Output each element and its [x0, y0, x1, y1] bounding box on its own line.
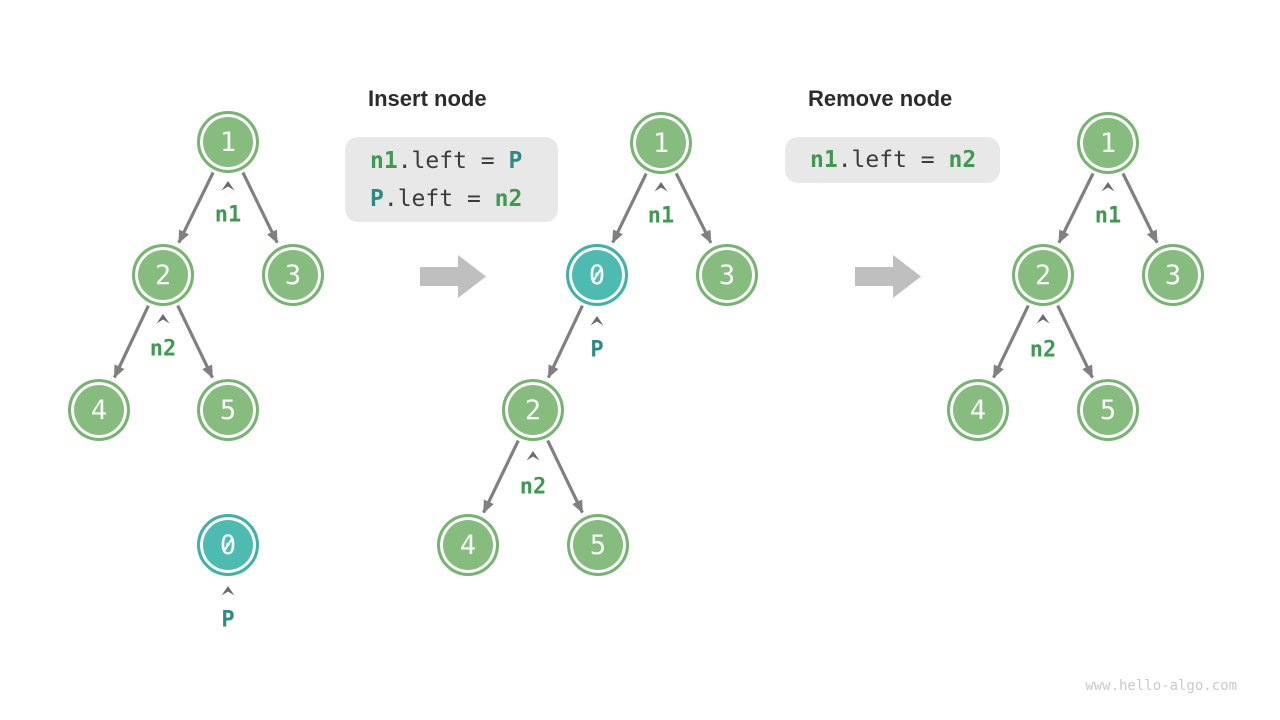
insert-code-box: n1.left = P P.left = n2: [345, 137, 558, 222]
tree-node-left-5: 5: [197, 379, 259, 441]
node-value: 3: [284, 259, 302, 291]
tree-node-right-2: 2: [1012, 244, 1074, 306]
code-token: .left =: [397, 147, 509, 174]
node-value: 0: [588, 259, 606, 291]
tree-node-middle-5: 5: [567, 514, 629, 576]
tree-node-left-4: 4: [68, 379, 130, 441]
pointer-label-n1: n1: [214, 202, 242, 228]
tree-node-middle-3: 3: [696, 244, 758, 306]
node-value: 5: [589, 529, 607, 561]
remove-code-line-1: n1.left = n2: [810, 141, 1000, 179]
transition-arrow-icon: [420, 255, 486, 298]
tree-node-left-0: 0: [197, 514, 259, 576]
insert-code-line-2: P.left = n2: [370, 180, 558, 218]
tree-node-left-1: 1: [197, 111, 259, 173]
node-value: 2: [1034, 259, 1052, 291]
pointer-label-n1: n1: [647, 203, 675, 229]
tree-node-left-2: 2: [132, 244, 194, 306]
code-token: P: [370, 185, 384, 212]
insert-section-title: Insert node: [368, 86, 487, 111]
pointer-label-n2: n2: [1029, 337, 1057, 363]
tree-node-middle-2: 2: [502, 379, 564, 441]
node-value: 1: [652, 127, 670, 159]
node-value: 3: [718, 259, 736, 291]
caret-up-icon: [1101, 182, 1115, 192]
caret-up-icon: [526, 451, 540, 461]
pointer-label-p: P: [221, 607, 235, 633]
node-value: 5: [1099, 394, 1117, 426]
code-token: n1: [370, 147, 398, 174]
node-value: 0: [219, 529, 237, 561]
code-token: .left =: [837, 147, 949, 173]
caret-up-icon: [590, 316, 604, 326]
caret-up-icon: [654, 182, 668, 192]
tree-node-middle-0: 0: [566, 244, 628, 306]
tree-node-right-3: 3: [1142, 244, 1204, 306]
node-value: 4: [459, 529, 477, 561]
code-token: P: [508, 147, 523, 174]
pointer-label-n2: n2: [519, 474, 547, 500]
caret-up-icon: [221, 586, 235, 596]
remove-code-box: n1.left = n2: [785, 137, 1000, 183]
caret-up-icon: [1036, 314, 1050, 324]
remove-section-title: Remove node: [808, 86, 953, 111]
tree-node-middle-1: 1: [630, 112, 692, 174]
transition-arrow-icon: [855, 255, 921, 298]
node-value: 5: [219, 394, 237, 426]
insert-code-line-1: n1.left = P: [370, 142, 558, 180]
code-token: .left =: [383, 185, 495, 212]
tree-node-middle-4: 4: [437, 514, 499, 576]
tree-node-right-4: 4: [947, 379, 1009, 441]
node-value: 4: [90, 394, 108, 426]
node-value: 2: [154, 259, 172, 291]
pointer-label-n2: n2: [149, 336, 177, 362]
watermark: www.hello-algo.com: [1085, 678, 1237, 694]
code-token: n1: [810, 147, 838, 173]
node-value: 2: [524, 394, 542, 426]
tree-node-right-5: 5: [1077, 379, 1139, 441]
node-value: 1: [219, 126, 237, 158]
pointer-label-p: P: [590, 337, 604, 363]
tree-node-left-3: 3: [262, 244, 324, 306]
caret-up-icon: [156, 314, 170, 324]
pointer-label-n1: n1: [1094, 203, 1122, 229]
tree-node-right-1: 1: [1077, 112, 1139, 174]
node-value: 1: [1099, 127, 1117, 159]
node-value: 3: [1164, 259, 1182, 291]
code-token: n2: [948, 147, 977, 173]
code-token: n2: [494, 185, 523, 212]
node-value: 4: [969, 394, 987, 426]
caret-up-icon: [221, 181, 235, 191]
